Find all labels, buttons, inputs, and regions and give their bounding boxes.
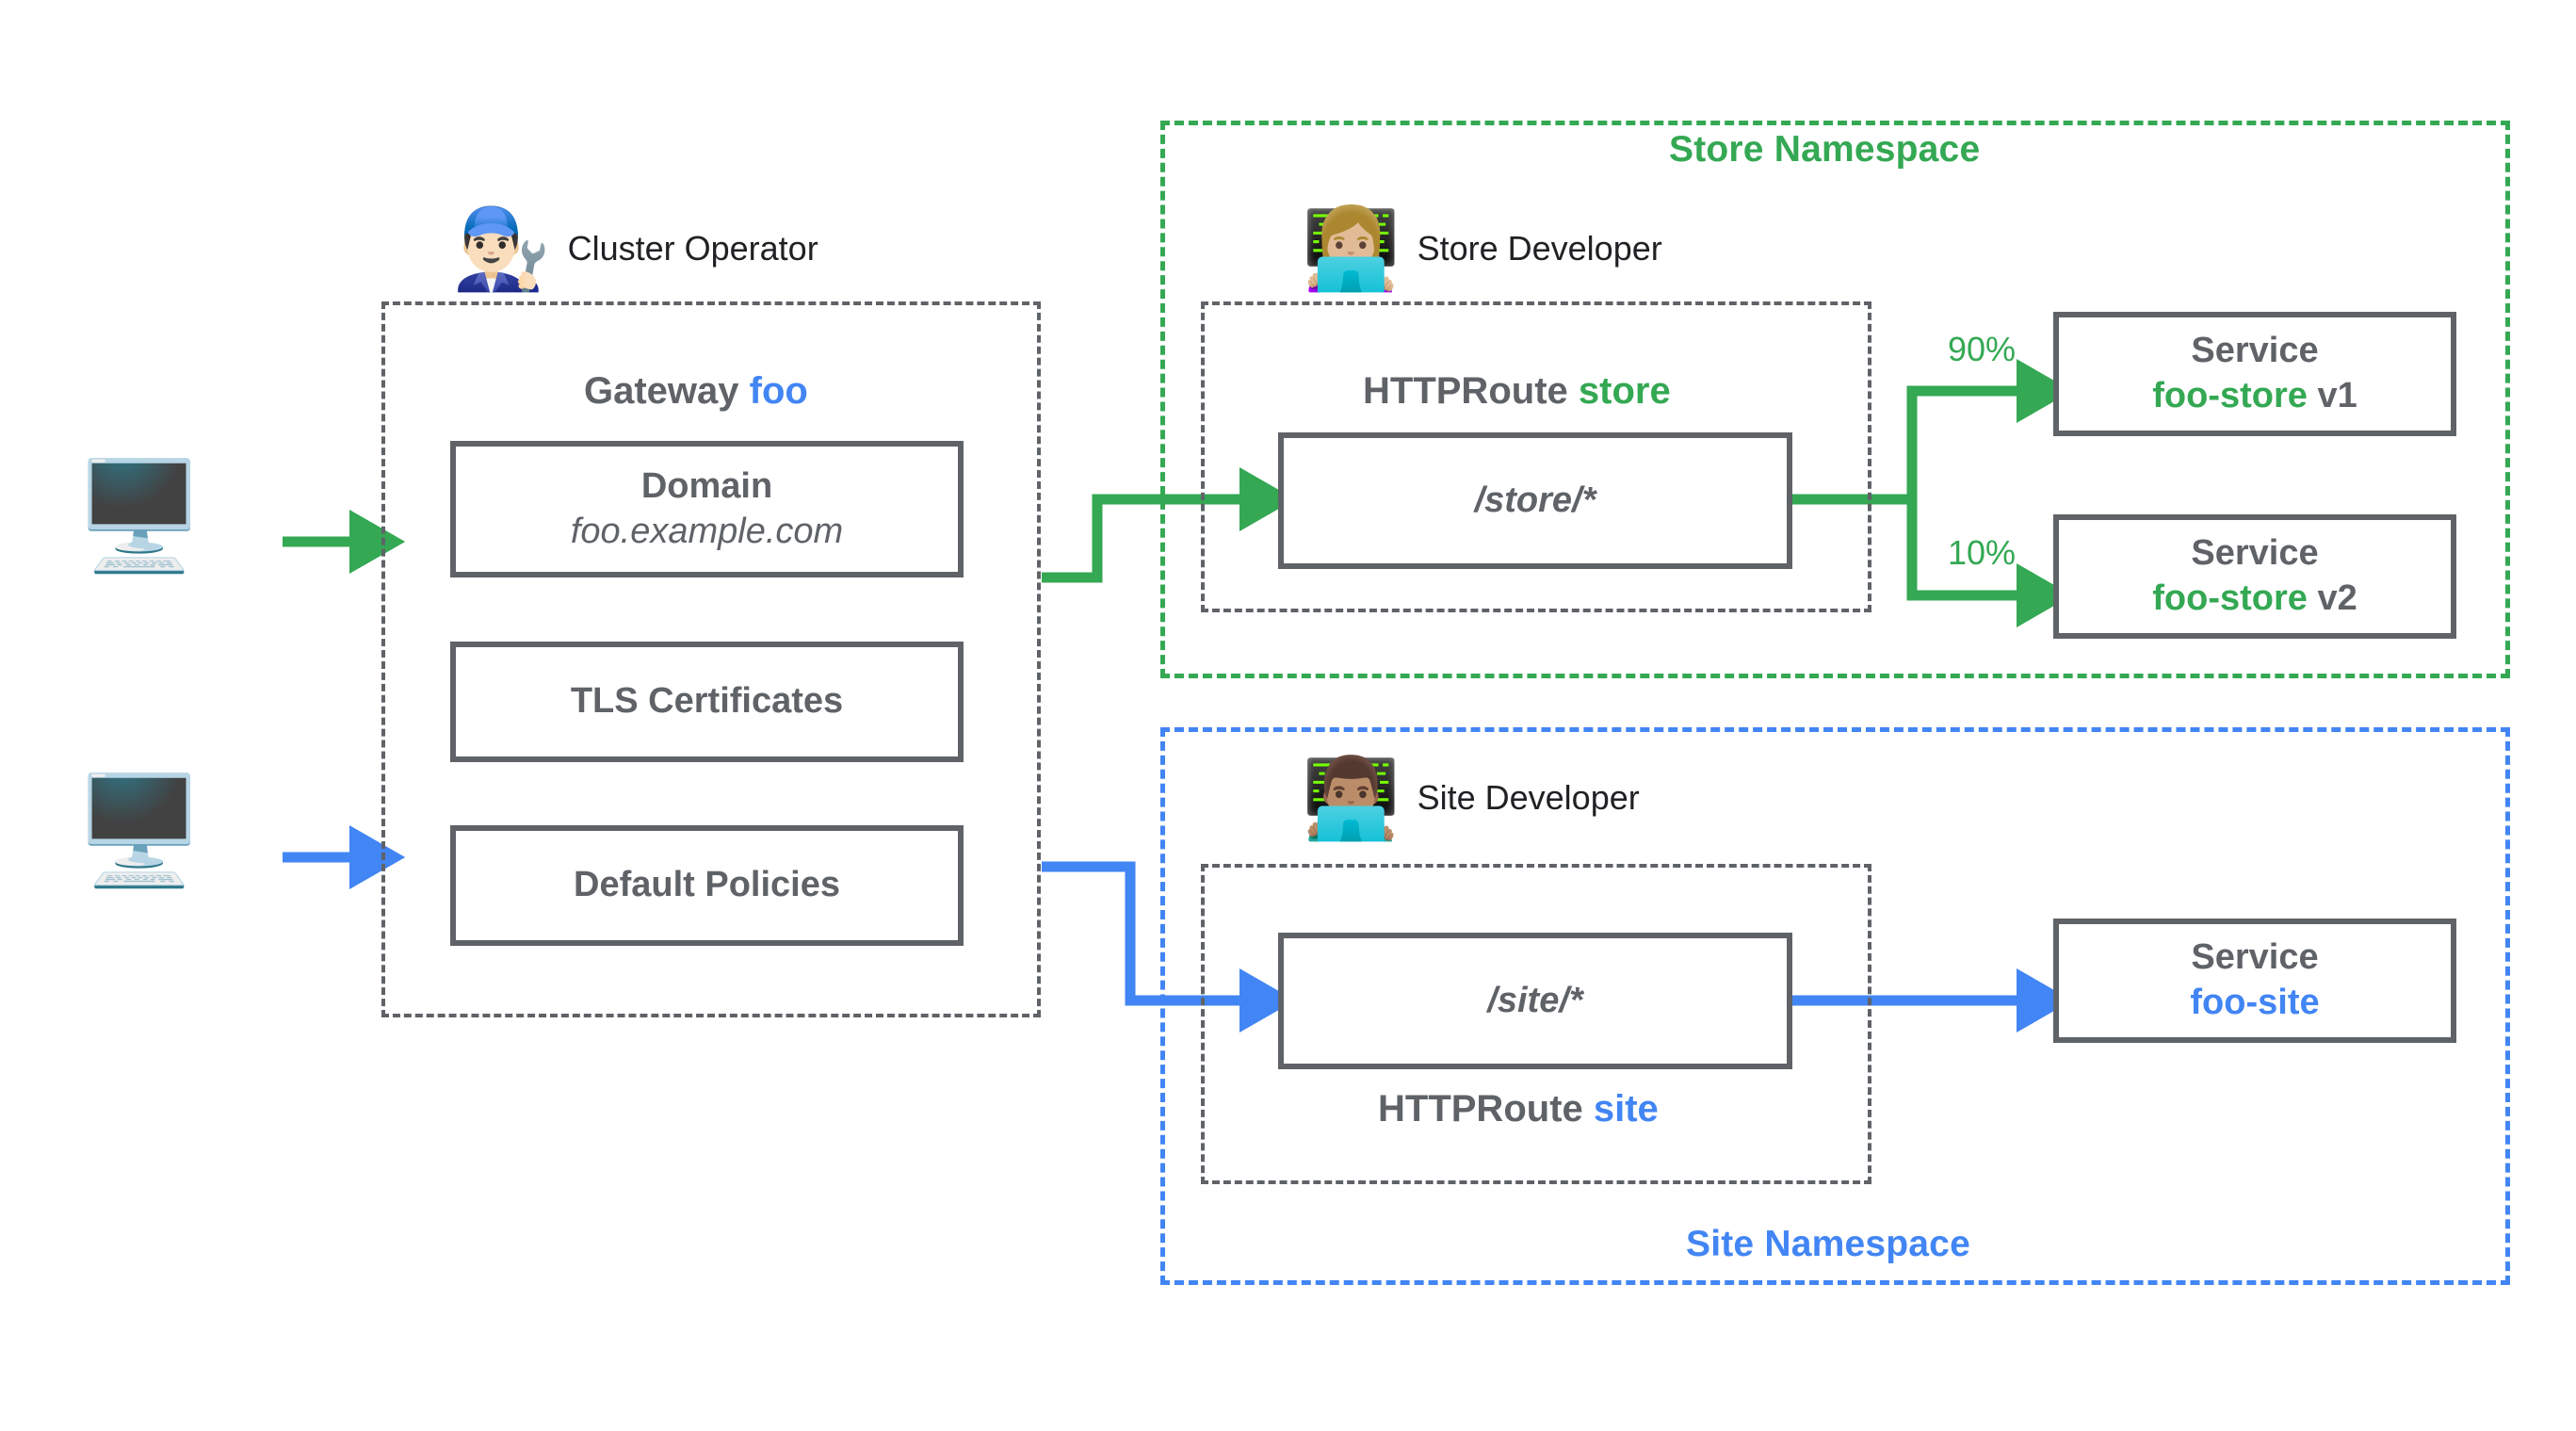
client-computer-2: 🖥️ [73, 772, 205, 889]
resource-title: Domain [640, 465, 773, 506]
gateway-name: foo [749, 370, 808, 412]
store-httproute-container [1201, 301, 1871, 612]
store-route-heading: HTTPRoute store [1363, 370, 1671, 413]
service-version: v1 [2317, 376, 2357, 415]
service-kind: Service [2191, 533, 2319, 574]
gateway-container [381, 301, 1041, 1017]
store-service-v1-box[interactable]: Service foo-store v1 [2053, 312, 2456, 436]
man-technologist-icon: 👨🏽‍💻 [1302, 754, 1401, 842]
persona-store-developer: 👩🏼‍💻 Store Developer [1302, 209, 1662, 288]
service-kind: Service [2191, 331, 2319, 371]
site-route-match: /site/* [1487, 980, 1583, 1020]
man-mechanic-icon: 👨🏻‍🔧 [452, 204, 551, 293]
persona-label: Site Developer [1417, 778, 1640, 817]
persona-site-developer: 👨🏽‍💻 Site Developer [1302, 758, 1640, 837]
store-backend-weight-v1: 90% [1948, 330, 2017, 368]
gateway-heading-prefix: Gateway [584, 370, 750, 412]
site-route-name: site [1593, 1088, 1659, 1130]
persona-cluster-operator: 👨🏻‍🔧 Cluster Operator [452, 209, 818, 288]
resource-title: Default Policies [574, 865, 840, 905]
service-name-text: foo-store [2152, 578, 2308, 618]
store-service-v2-box[interactable]: Service foo-store v2 [2053, 514, 2456, 639]
client-computer-1: 🖥️ [73, 457, 205, 575]
gateway-resource-default-policies[interactable]: Default Policies [450, 825, 964, 946]
service-name-text: foo-store [2152, 376, 2308, 415]
service-name: foo-site [2190, 983, 2320, 1022]
site-route-heading-prefix: HTTPRoute [1378, 1088, 1594, 1130]
site-namespace-container [1160, 727, 2510, 1285]
service-name: foo-store v2 [2152, 578, 2357, 620]
store-route-name: store [1578, 370, 1671, 412]
woman-technologist-icon: 👩🏼‍💻 [1302, 204, 1401, 293]
gateway-resource-domain[interactable]: Domain foo.example.com [450, 441, 964, 577]
store-route-match: /store/* [1474, 480, 1596, 520]
site-route-match-box[interactable]: /site/* [1278, 933, 1792, 1069]
resource-value: foo.example.com [570, 511, 844, 551]
store-namespace-label: Store Namespace [1669, 129, 1981, 170]
site-route-heading: HTTPRoute site [1378, 1088, 1659, 1130]
persona-label: Store Developer [1417, 229, 1662, 268]
resource-title: TLS Certificates [570, 681, 844, 722]
store-route-match-box[interactable]: /store/* [1278, 432, 1792, 569]
site-httproute-container [1201, 864, 1871, 1184]
site-service-box[interactable]: Service foo-site [2053, 919, 2456, 1043]
store-route-heading-prefix: HTTPRoute [1363, 370, 1579, 412]
persona-label: Cluster Operator [567, 229, 818, 268]
store-namespace-container [1160, 121, 2510, 678]
service-kind: Service [2191, 937, 2319, 978]
site-namespace-label: Site Namespace [1686, 1224, 1970, 1264]
service-version: v2 [2317, 578, 2357, 618]
service-name: foo-store v1 [2152, 376, 2357, 417]
gateway-heading: Gateway foo [584, 370, 808, 413]
gateway-resource-tls-certificates[interactable]: TLS Certificates [450, 642, 964, 762]
store-backend-weight-v2: 10% [1948, 533, 2017, 572]
